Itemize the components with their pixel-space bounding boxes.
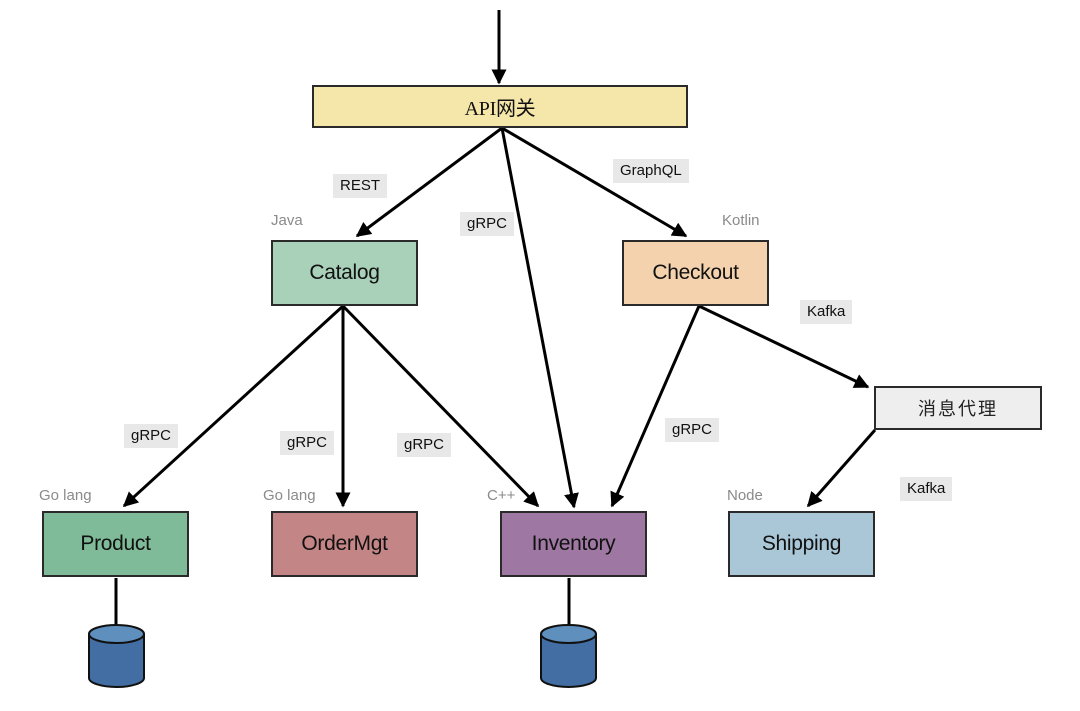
node-label: Inventory: [531, 532, 616, 555]
lang-label-catalog: Java: [271, 212, 303, 229]
edge-checkout-broker: [698, 304, 870, 389]
edge-gateway-checkout: [501, 126, 688, 238]
lang-label-product: Go lang: [39, 487, 92, 504]
node-label: Catalog: [309, 261, 380, 284]
node-inventory: Inventory: [500, 511, 647, 577]
node-label: Shipping: [761, 532, 842, 555]
edge-label-rest: REST: [333, 174, 388, 198]
edge-checkout-inventory: [610, 305, 701, 508]
lang-label-shipping: Node: [727, 487, 763, 504]
node-api-gateway: API网关: [312, 85, 688, 128]
edge-label-kafka-checkout-broker: Kafka: [800, 300, 853, 324]
node-ordermgt: OrderMgt: [271, 511, 418, 577]
edge-broker-shipping: [806, 429, 877, 508]
lang-label-checkout: Kotlin: [722, 212, 760, 229]
lang-label-ordermgt: Go lang: [263, 487, 316, 504]
edge-label-grpc-checkout-inventory: gRPC: [665, 418, 720, 442]
lang-label-inventory: C++: [487, 487, 516, 504]
node-label: API网关: [464, 98, 536, 120]
edge-label-grpc-gateway-inventory: gRPC: [460, 212, 515, 236]
node-message-broker: 消息代理: [874, 386, 1042, 430]
edge-gateway-catalog: [355, 126, 503, 238]
edge-catalog-product: [122, 304, 345, 508]
node-product: Product: [42, 511, 189, 577]
node-shipping: Shipping: [728, 511, 875, 577]
node-label: OrderMgt: [301, 532, 388, 555]
edge-label-grpc-catalog-ordermgt: gRPC: [280, 431, 335, 455]
node-label: 消息代理: [918, 399, 998, 420]
edge-label-graphql: GraphQL: [613, 159, 689, 183]
edge-gateway-inventory: [500, 127, 579, 509]
edge-label-grpc-catalog-product: gRPC: [124, 424, 179, 448]
database-icon-inventory: [540, 624, 597, 688]
database-icon-product: [88, 624, 145, 688]
edge-label-grpc-catalog-inventory: gRPC: [397, 433, 452, 457]
node-label: Checkout: [652, 261, 739, 284]
edge-label-kafka-broker-shipping: Kafka: [900, 477, 953, 501]
node-checkout: Checkout: [622, 240, 769, 306]
node-label: Product: [80, 532, 151, 555]
node-catalog: Catalog: [271, 240, 418, 306]
edge-catalog-inventory: [341, 304, 540, 508]
